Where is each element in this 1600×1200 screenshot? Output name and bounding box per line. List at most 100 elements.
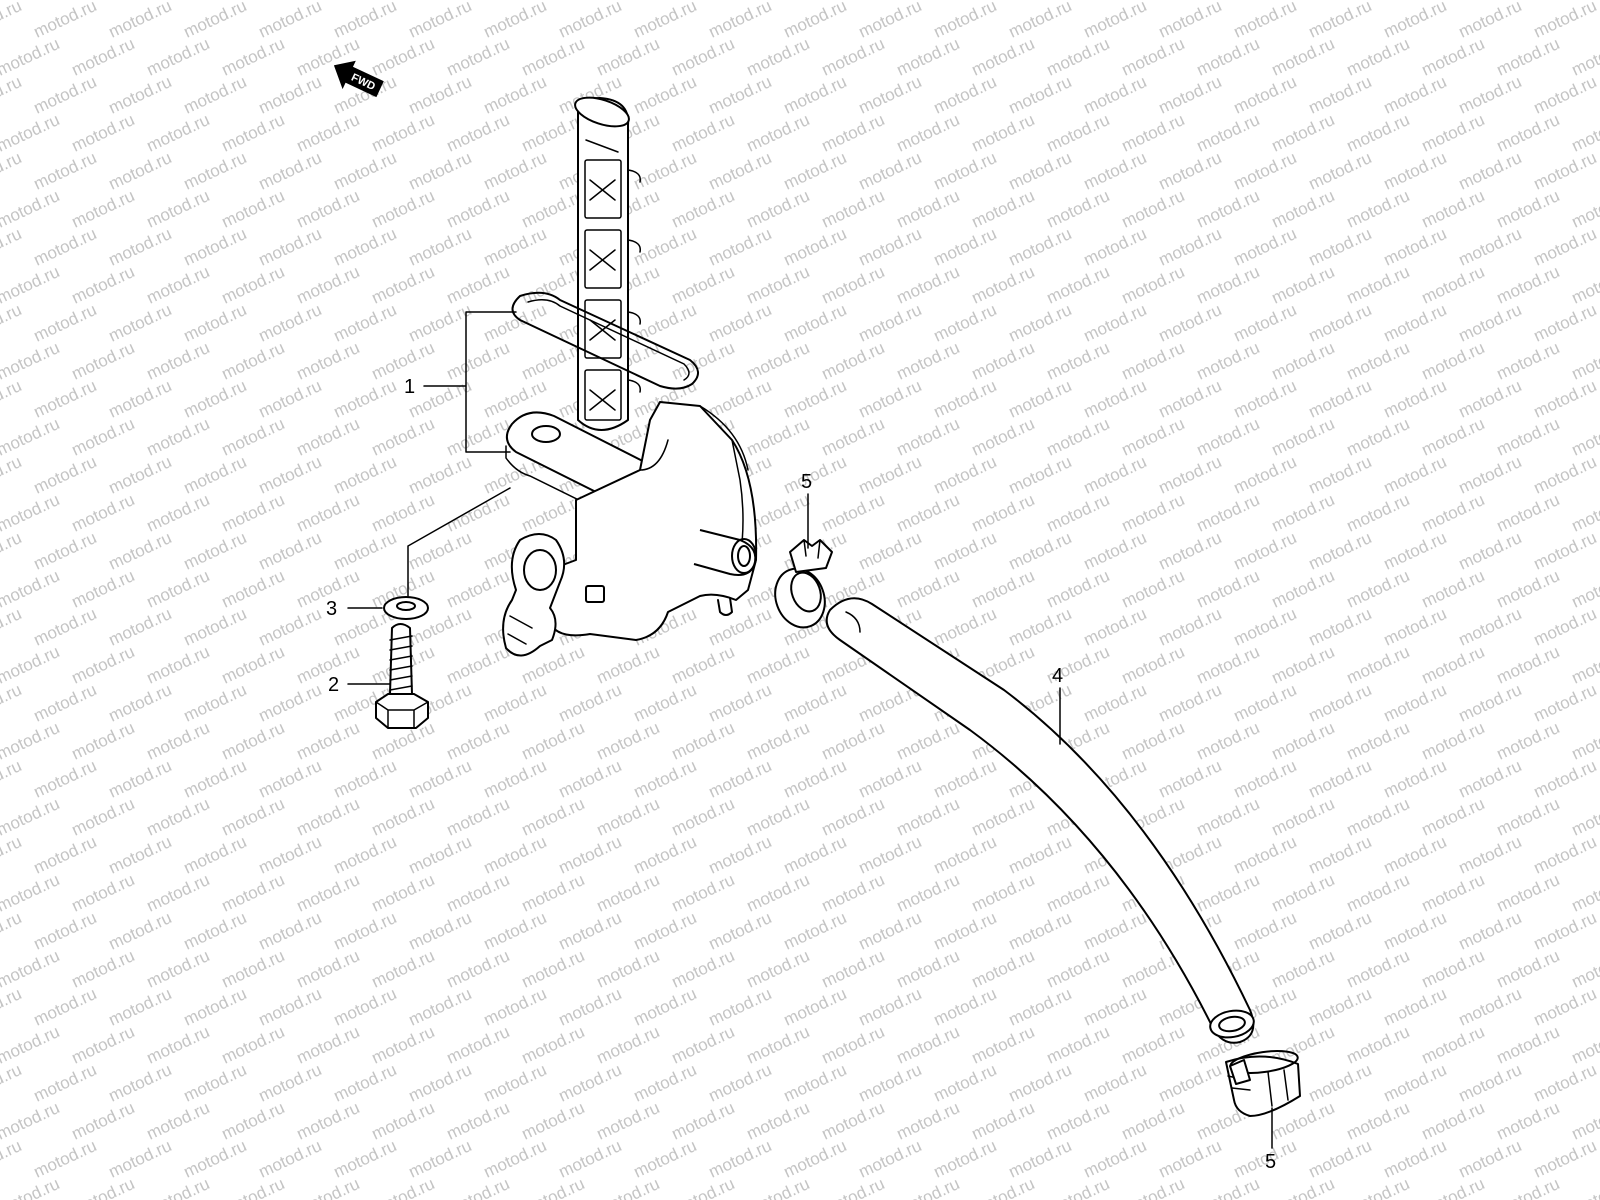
watermark-text: motod.ru <box>894 1022 963 1068</box>
watermark-text: motod.ru <box>219 1022 288 1068</box>
watermark-text: motod.ru <box>1456 1060 1525 1106</box>
callout-4: 4 <box>1052 665 1063 687</box>
watermark-text: motod.ru <box>1456 528 1525 574</box>
watermark-text: motod.ru <box>294 338 363 384</box>
watermark-text: motod.ru <box>856 832 925 878</box>
watermark-text: motod.ru <box>1269 490 1338 536</box>
watermark-text: motod.ru <box>1381 1060 1450 1106</box>
watermark-text: motod.ru <box>781 452 850 498</box>
watermark-text: motod.ru <box>1531 148 1600 194</box>
watermark-text: motod.ru <box>1569 262 1600 308</box>
watermark-text: motod.ru <box>69 1098 138 1144</box>
watermark-text: motod.ru <box>781 832 850 878</box>
watermark-text: motod.ru <box>219 338 288 384</box>
watermark-text: motod.ru <box>481 908 550 954</box>
watermark-text: motod.ru <box>181 984 250 1030</box>
watermark-text: motod.ru <box>256 908 325 954</box>
watermark-text: motod.ru <box>1156 452 1225 498</box>
watermark-text: motod.ru <box>1494 946 1563 992</box>
watermark-text: motod.ru <box>1344 1098 1413 1144</box>
watermark-text: motod.ru <box>1494 794 1563 840</box>
watermark-text: motod.ru <box>256 832 325 878</box>
watermark-text: motod.ru <box>1306 452 1375 498</box>
watermark-text: motod.ru <box>1156 72 1225 118</box>
watermark-text: motod.ru <box>256 984 325 1030</box>
watermark-text: motod.ru <box>1269 1174 1338 1200</box>
watermark-text: motod.ru <box>819 1174 888 1200</box>
watermark-text: motod.ru <box>444 946 513 992</box>
fuel-filter-strainer <box>574 96 641 431</box>
callout-5-lower: 5 <box>1265 1151 1276 1173</box>
watermark-text: motod.ru <box>1419 262 1488 308</box>
watermark-text: motod.ru <box>331 376 400 422</box>
watermark-text: motod.ru <box>1269 110 1338 156</box>
watermark-text: motod.ru <box>0 414 62 460</box>
watermark-text: motod.ru <box>1456 148 1525 194</box>
watermark-text: motod.ru <box>31 224 100 270</box>
watermark-text: motod.ru <box>781 148 850 194</box>
watermark-text: motod.ru <box>1044 262 1113 308</box>
watermark-text: motod.ru <box>669 642 738 688</box>
watermark-text: motod.ru <box>1119 34 1188 80</box>
watermark-text: motod.ru <box>631 72 700 118</box>
watermark-text: motod.ru <box>219 34 288 80</box>
watermark-text: motod.ru <box>331 224 400 270</box>
watermark-text: motod.ru <box>781 224 850 270</box>
valve-lever <box>502 533 566 657</box>
watermark-text: motod.ru <box>706 0 775 42</box>
watermark-text: motod.ru <box>294 262 363 308</box>
watermark-text: motod.ru <box>406 300 475 346</box>
watermark-text: motod.ru <box>856 984 925 1030</box>
watermark-text: motod.ru <box>369 34 438 80</box>
watermark-text: motod.ru <box>144 1022 213 1068</box>
watermark-text: motod.ru <box>256 604 325 650</box>
watermark-text: motod.ru <box>969 186 1038 232</box>
watermark-text: motod.ru <box>1531 72 1600 118</box>
watermark-text: motod.ru <box>1194 262 1263 308</box>
watermark-text: motod.ru <box>144 34 213 80</box>
watermark-text: motod.ru <box>294 794 363 840</box>
watermark-text: motod.ru <box>1119 566 1188 612</box>
watermark-text: motod.ru <box>1006 1060 1075 1106</box>
watermark-text: motod.ru <box>0 566 62 612</box>
watermark-text: motod.ru <box>294 870 363 916</box>
watermark-text: motod.ru <box>181 908 250 954</box>
watermark-text: motod.ru <box>1419 946 1488 992</box>
watermark-text: motod.ru <box>1306 1060 1375 1106</box>
watermark-text: motod.ru <box>894 718 963 764</box>
watermark-text: motod.ru <box>1006 984 1075 1030</box>
watermark-text: motod.ru <box>219 1098 288 1144</box>
watermark-text: motod.ru <box>369 1022 438 1068</box>
watermark-text: motod.ru <box>706 376 775 422</box>
watermark-text: motod.ru <box>1531 984 1600 1030</box>
watermark-text: motod.ru <box>781 680 850 726</box>
watermark-text: motod.ru <box>894 262 963 308</box>
watermark-text: motod.ru <box>669 870 738 916</box>
watermark-text: motod.ru <box>219 414 288 460</box>
watermark-text: motod.ru <box>144 1174 213 1200</box>
watermark-text: motod.ru <box>969 34 1038 80</box>
watermark-text: motod.ru <box>406 984 475 1030</box>
watermark-text: motod.ru <box>256 376 325 422</box>
watermark-text: motod.ru <box>1231 0 1300 42</box>
watermark-text: motod.ru <box>744 642 813 688</box>
watermark-text: motod.ru <box>1419 642 1488 688</box>
watermark-text: motod.ru <box>444 262 513 308</box>
watermark-text: motod.ru <box>856 148 925 194</box>
watermark-text: motod.ru <box>931 604 1000 650</box>
watermark-text: motod.ru <box>1381 756 1450 802</box>
watermark-text: motod.ru <box>1194 1174 1263 1200</box>
watermark-text: motod.ru <box>1344 338 1413 384</box>
watermark-text: motod.ru <box>969 566 1038 612</box>
watermark-text: motod.ru <box>1231 604 1300 650</box>
watermark-text: motod.ru <box>1231 756 1300 802</box>
watermark-text: motod.ru <box>519 1098 588 1144</box>
watermark-text: motod.ru <box>256 680 325 726</box>
watermark-text: motod.ru <box>0 642 62 688</box>
watermark-text: motod.ru <box>519 794 588 840</box>
watermark-text: motod.ru <box>1381 528 1450 574</box>
watermark-text: motod.ru <box>1269 338 1338 384</box>
watermark-text: motod.ru <box>31 300 100 346</box>
watermark-text: motod.ru <box>894 490 963 536</box>
watermark-text: motod.ru <box>1044 34 1113 80</box>
